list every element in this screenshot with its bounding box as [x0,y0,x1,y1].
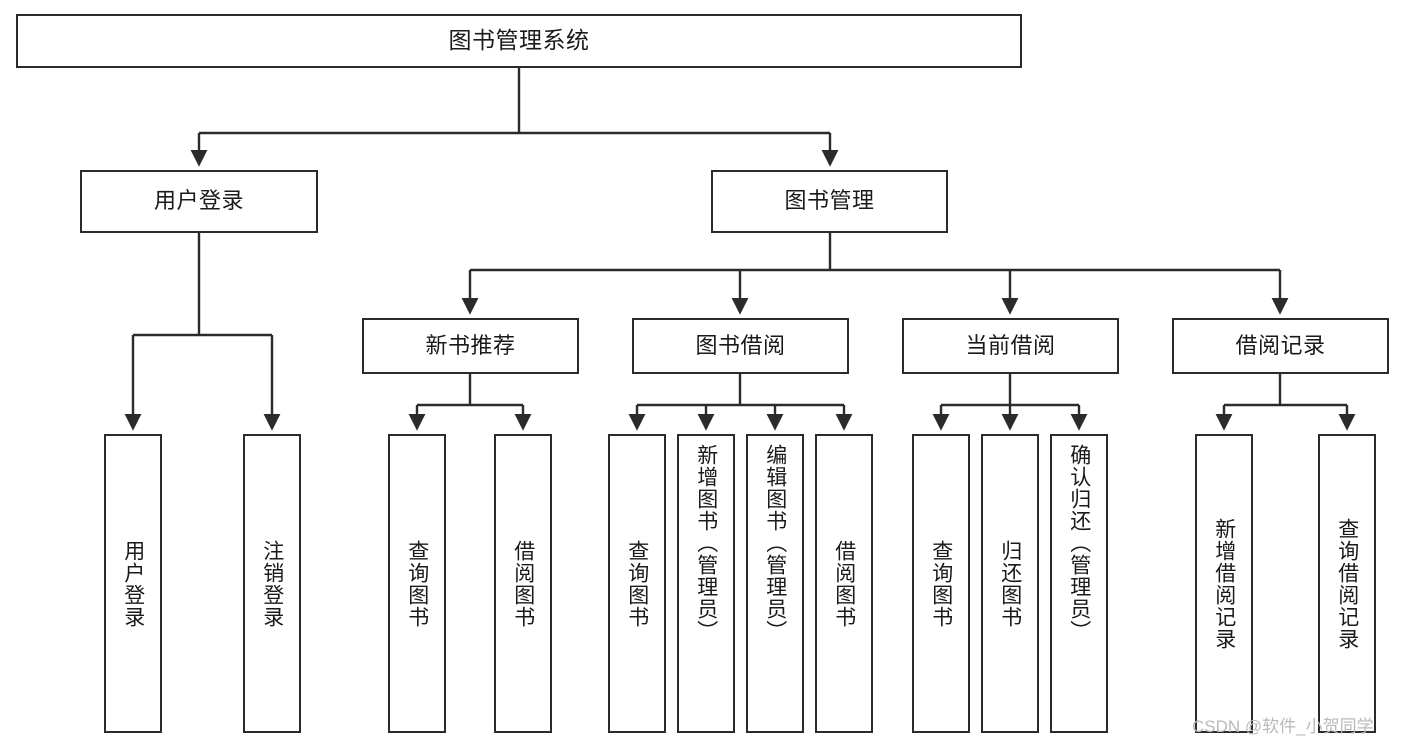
leaf-query-book-borrow[interactable]: 查询图书 [608,434,666,733]
node-label: 图书借阅 [695,332,786,358]
node-label: 新增图书（管理员） [694,444,718,642]
node-book-borrow[interactable]: 图书借阅 [632,318,849,374]
leaf-return-book[interactable]: 归还图书 [981,434,1039,733]
node-user-login[interactable]: 用户登录 [80,170,318,233]
node-label: 用户登录 [121,539,145,628]
node-label: 编辑图书（管理员） [763,444,787,642]
node-new-book-recommend[interactable]: 新书推荐 [362,318,579,374]
node-root-system[interactable]: 图书管理系统 [16,14,1022,68]
node-borrow-record[interactable]: 借阅记录 [1172,318,1389,374]
node-label: 归还图书 [998,539,1022,628]
leaf-query-book-recommend[interactable]: 查询图书 [388,434,446,733]
leaf-add-book[interactable]: 新增图书（管理员） [677,434,735,733]
leaf-borrow-book[interactable]: 借阅图书 [815,434,873,733]
node-label: 查询图书 [625,539,649,628]
leaf-logout-login[interactable]: 注销登录 [243,434,301,733]
node-label: 新增借阅记录 [1212,517,1236,650]
csdn-watermark: CSDN @软件_小贺同学 [1192,717,1374,736]
leaf-confirm-return[interactable]: 确认归还（管理员） [1050,434,1108,733]
leaf-borrow-book-recommend[interactable]: 借阅图书 [494,434,552,733]
node-label: 图书管理 [784,188,875,214]
node-label: 注销登录 [260,539,284,628]
node-label: 借阅图书 [511,539,535,628]
leaf-edit-book[interactable]: 编辑图书（管理员） [746,434,804,733]
node-label: 新书推荐 [425,332,516,358]
node-label: 查询图书 [405,539,429,628]
node-label: 借阅图书 [832,539,856,628]
leaf-query-borrow-record[interactable]: 查询借阅记录 [1318,434,1376,733]
node-book-manage[interactable]: 图书管理 [711,170,948,233]
node-label: 借阅记录 [1235,332,1326,358]
node-label: 确认归还（管理员） [1067,444,1091,642]
node-label: 用户登录 [153,188,244,214]
leaf-add-borrow-record[interactable]: 新增借阅记录 [1195,434,1253,733]
node-label: 查询借阅记录 [1335,517,1359,650]
node-label: 图书管理系统 [448,27,590,54]
node-label: 查询图书 [929,539,953,628]
leaf-user-login[interactable]: 用户登录 [104,434,162,733]
node-label: 当前借阅 [965,332,1056,358]
leaf-query-book-current[interactable]: 查询图书 [912,434,970,733]
node-current-borrow[interactable]: 当前借阅 [902,318,1119,374]
